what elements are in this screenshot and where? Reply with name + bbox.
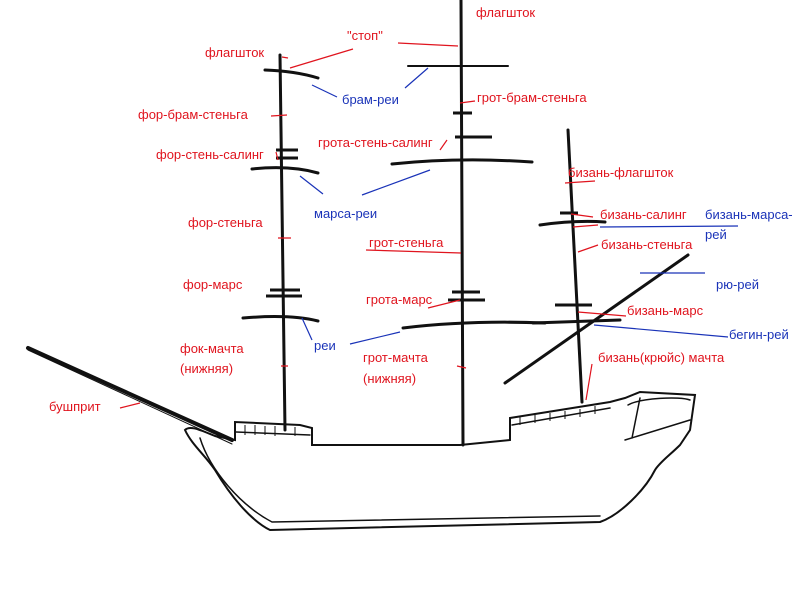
label-stop: "стоп" [347,28,383,43]
label-mizzenmast: бизань(крюйс) мачта [598,350,725,365]
label-mizzen-flagstaff: бизань-флагшток [568,165,674,180]
lateen-yard [503,253,690,385]
label-topsail-yards: марса-реи [314,206,377,221]
leader-lines [119,42,739,409]
label-main-top: грота-марс [366,292,433,307]
label-foremast-lower: (нижняя) [180,361,233,376]
label-main-topmast-crosstrees: грота-стень-салинг [318,135,433,150]
label-topgallant-yards: брам-реи [342,92,399,107]
label-bowsprit: бушприт [49,399,101,414]
fore-topgallant-yard [263,68,320,80]
crossjack-yard [531,318,622,325]
fore-yard [241,315,320,323]
label-main-flagstaff: флагшток [476,5,535,20]
label-lateen-yard: рю-рей [716,277,759,292]
label-mainmast-lower: (нижняя) [363,371,416,386]
label-yards: реи [314,338,336,353]
label-mizzen-crosstrees: бизань-салинг [600,207,687,222]
bowsprit-spar [26,346,234,442]
label-mainmast: грот-мачта [363,350,429,365]
label-crossjack-yard: бегин-рей [729,327,789,342]
main-yard [401,320,547,330]
label-main-topmast: грот-стеньга [369,235,444,250]
mizzenmast-spar [566,128,584,404]
foremast [278,53,287,432]
mizzen-topsail-yard [538,219,607,227]
mainmast [459,0,465,447]
label-mizzen-topsail-yard-2: рей [705,227,727,242]
label-foremast: фок-мачта [180,341,244,356]
labels-red: флагшток "стоп" флагшток фор-брам-стеньг… [49,5,725,414]
ship-drawing [26,0,697,532]
label-fore-topmast: фор-стеньга [188,215,263,230]
label-fore-top: фор-марс [183,277,243,292]
label-fore-topmast-crosstrees: фор-стень-салинг [156,147,264,162]
main-topsail-yard [390,158,534,166]
label-mizzen-top: бизань-марс [627,303,704,318]
labels-blue: брам-реи марса-реи бизань-марса- рей рю-… [314,92,793,353]
hull [183,390,697,532]
label-fore-topgallant-mast: фор-брам-стеньга [138,107,249,122]
label-main-topgallant-mast: грот-брам-стеньга [477,90,587,105]
fore-topsail-yard [250,166,320,175]
label-mizzen-topmast: бизань-стеньга [601,237,693,252]
label-mizzen-topsail-yard: бизань-марса- [705,207,793,222]
label-fore-flagstaff: флагшток [205,45,264,60]
